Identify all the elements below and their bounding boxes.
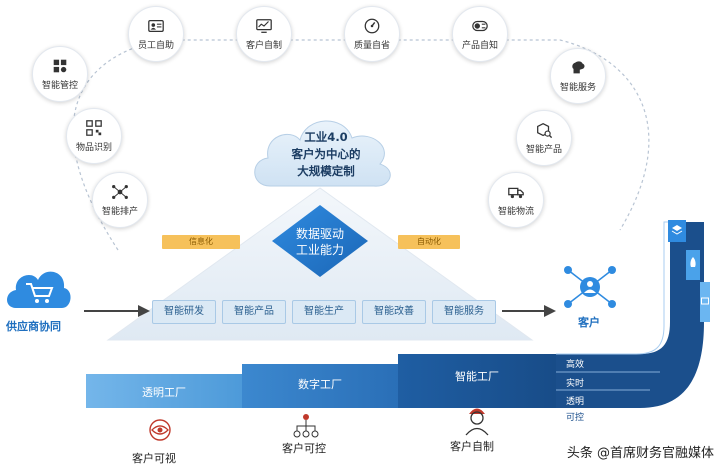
pill-smart-product: 智能产品 bbox=[222, 300, 286, 324]
node-label: 员工自助 bbox=[137, 41, 174, 51]
node-customer-made: 客户自制 bbox=[236, 6, 292, 62]
customer-network-icon bbox=[564, 266, 616, 308]
node-smart-logistics: 智能物流 bbox=[488, 172, 544, 228]
node-smart-service: 智能服务 bbox=[550, 48, 606, 104]
node-label: 智能管控 bbox=[41, 81, 78, 91]
org-tree-icon bbox=[293, 414, 319, 438]
diamond-line-2: 工业能力 bbox=[295, 243, 344, 257]
smart-factory-label: 智能工厂 bbox=[455, 370, 499, 383]
network-icon bbox=[112, 184, 128, 200]
customer-controllable-label: 客户可控 bbox=[282, 442, 326, 455]
engineer-icon bbox=[465, 408, 489, 436]
node-smart-product: 智能产品 bbox=[516, 110, 572, 166]
curve-label-transparent: 透明 bbox=[566, 397, 585, 407]
node-label: 物品识别 bbox=[75, 143, 112, 153]
node-label: 智能物流 bbox=[497, 207, 534, 217]
curve-label-controllable: 可控 bbox=[566, 413, 585, 423]
customer-label: 客户 bbox=[578, 316, 600, 329]
layers-icon bbox=[671, 225, 683, 235]
supplier-collaboration-label: 供应商协同 bbox=[6, 320, 61, 333]
curve-label-realtime: 实时 bbox=[566, 379, 585, 389]
industry-cloud bbox=[254, 120, 391, 187]
monitor-icon bbox=[256, 19, 272, 33]
pill-smart-service: 智能服务 bbox=[432, 300, 496, 324]
digital-factory-label: 数字工厂 bbox=[298, 378, 342, 391]
customer-visible-label: 客户可视 bbox=[132, 452, 176, 465]
tv-icon bbox=[701, 297, 709, 305]
curve-label-efficient: 高效 bbox=[566, 360, 585, 370]
node-staff-self-service: 员工自助 bbox=[128, 6, 184, 62]
right-arrow-icon bbox=[502, 305, 556, 317]
node-label: 智能产品 bbox=[525, 145, 562, 155]
customer-self-made-label: 客户自制 bbox=[450, 440, 494, 453]
brain-icon bbox=[572, 61, 585, 74]
node-label: 产品自知 bbox=[461, 41, 498, 51]
watermark: 头条 @首席财务官融媒体 bbox=[566, 442, 714, 461]
eye-icon bbox=[149, 419, 171, 441]
pill-smart-improvement: 智能改善 bbox=[362, 300, 426, 324]
toggle-icon bbox=[472, 20, 488, 32]
truck-icon bbox=[508, 187, 524, 199]
node-quality-review: 质量自省 bbox=[344, 6, 400, 62]
pill-smart-rd: 智能研发 bbox=[152, 300, 216, 324]
node-material-identification: 物品识别 bbox=[66, 108, 122, 164]
qr-code-icon bbox=[86, 120, 102, 136]
gauge-icon bbox=[364, 18, 380, 34]
node-label: 智能排产 bbox=[101, 207, 138, 217]
supplier-cloud-icon bbox=[7, 271, 71, 308]
diamond-line-1: 数据驱动 bbox=[295, 227, 344, 241]
node-label: 智能服务 bbox=[559, 83, 596, 93]
id-card-icon bbox=[148, 19, 164, 33]
cloud-subtitle-2: 大规模定制 bbox=[297, 164, 355, 178]
box-search-icon bbox=[537, 122, 553, 139]
node-smart-scheduling: 智能排产 bbox=[92, 172, 148, 228]
grid-icon bbox=[53, 59, 67, 73]
informatization-tag: 信息化 bbox=[162, 235, 240, 249]
left-arrow-icon bbox=[84, 305, 150, 317]
rocket-icon bbox=[690, 257, 696, 267]
node-label: 客户自制 bbox=[245, 41, 282, 51]
pill-smart-production: 智能生产 bbox=[292, 300, 356, 324]
cloud-subtitle: 客户为中心的 bbox=[291, 147, 361, 161]
node-smart-control: 智能管控 bbox=[32, 46, 88, 102]
cloud-title: 工业4.0 bbox=[304, 130, 348, 144]
automation-tag: 自动化 bbox=[398, 235, 460, 249]
data-driven-diamond bbox=[272, 205, 368, 277]
transparent-factory-label: 透明工厂 bbox=[142, 386, 186, 399]
node-label: 质量自省 bbox=[353, 41, 390, 51]
node-product-aware: 产品自知 bbox=[452, 6, 508, 62]
